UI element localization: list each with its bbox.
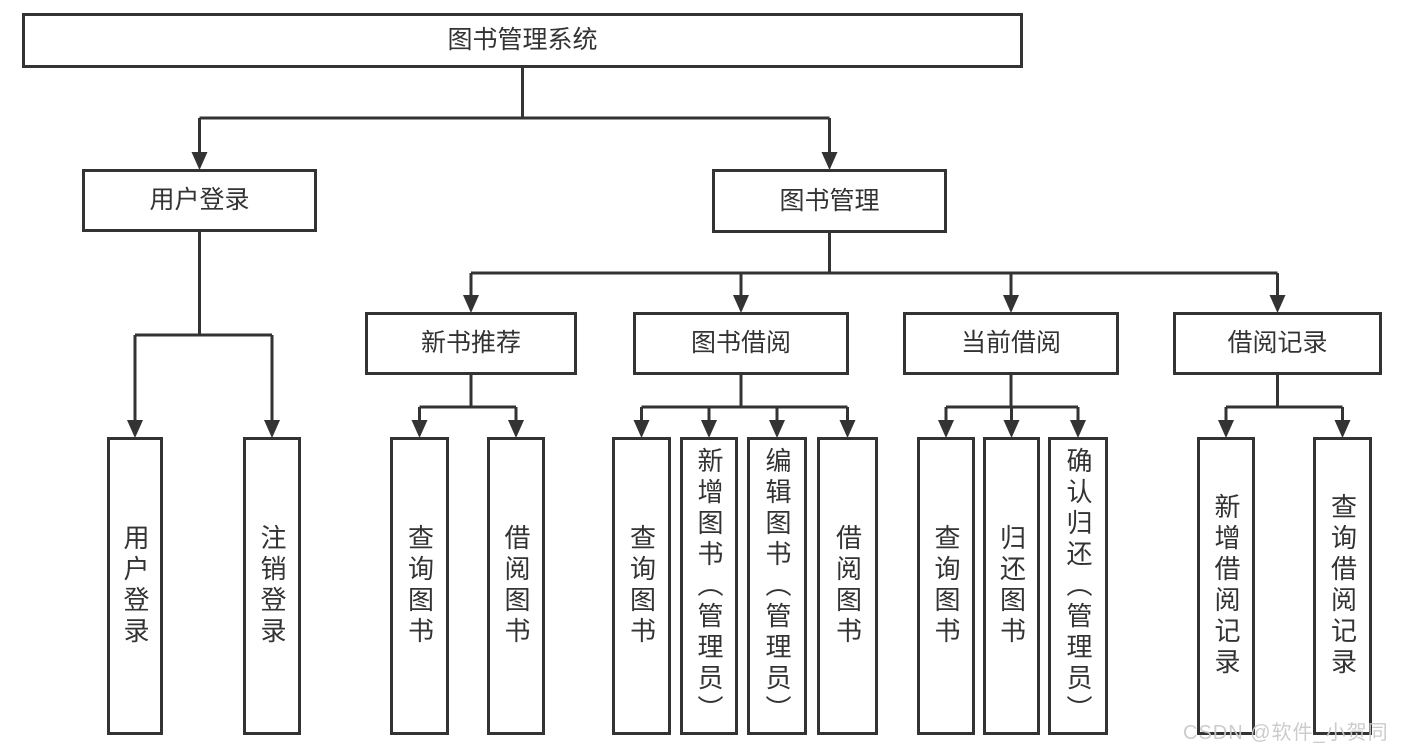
node-return-books: 归还图书 (983, 437, 1040, 735)
arrowhead-icon (1070, 420, 1086, 438)
node-query-books-1: 查询图书 (390, 437, 449, 735)
arrowhead-icon (508, 420, 524, 438)
arrowhead-icon (191, 152, 208, 170)
node-edit-books: 编辑图书（管理员） (747, 437, 807, 735)
arrowhead-icon (633, 420, 650, 438)
arrowhead-icon (1334, 420, 1351, 438)
node-new-book-recommend: 新书推荐 (365, 312, 577, 375)
arrowhead-icon (264, 420, 280, 438)
node-borrow-books-1: 借阅图书 (487, 437, 545, 735)
node-book-management: 图书管理 (712, 169, 947, 233)
node-logout-leaf: 注销登录 (243, 437, 301, 735)
arrowhead-icon (821, 152, 838, 170)
arrowhead-icon (1269, 295, 1286, 313)
arrowhead-icon (411, 420, 428, 438)
arrowhead-icon (1003, 295, 1019, 313)
node-add-borrow-record: 新增借阅记录 (1197, 437, 1255, 735)
arrowhead-icon (701, 420, 717, 438)
node-user-login: 用户登录 (82, 169, 317, 232)
node-query-borrow-record: 查询借阅记录 (1313, 437, 1372, 735)
arrowhead-icon (839, 420, 856, 438)
node-current-borrow: 当前借阅 (903, 312, 1119, 375)
node-confirm-return: 确认归还（管理员） (1048, 437, 1108, 735)
node-query-books-3: 查询图书 (917, 437, 975, 735)
arrowhead-icon (733, 295, 749, 313)
arrowhead-icon (1218, 420, 1234, 438)
node-borrow-books-2: 借阅图书 (817, 437, 878, 735)
node-user-login-leaf: 用户登录 (107, 437, 163, 735)
node-book-borrow: 图书借阅 (633, 312, 849, 375)
node-query-books-2: 查询图书 (612, 437, 671, 735)
arrowhead-icon (938, 420, 954, 438)
arrowhead-icon (1003, 420, 1020, 438)
arrowhead-icon (463, 295, 479, 313)
arrowhead-icon (127, 420, 143, 438)
arrowhead-icon (769, 420, 785, 438)
node-borrow-records: 借阅记录 (1173, 312, 1382, 375)
node-add-books: 新增图书（管理员） (680, 437, 738, 735)
node-root: 图书管理系统 (22, 13, 1023, 68)
